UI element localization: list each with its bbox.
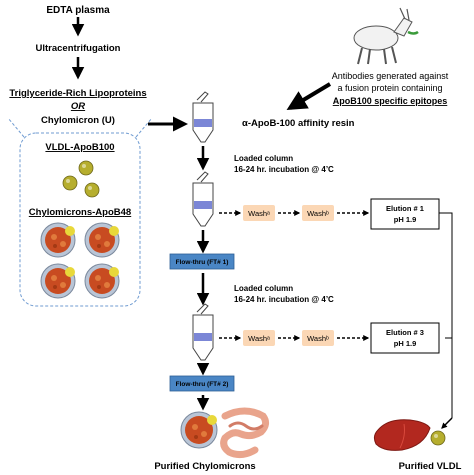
elution-1-label: Elution # 1	[386, 204, 424, 213]
callout-line-left	[7, 117, 25, 138]
loaded-column-2a: Loaded column	[234, 284, 293, 293]
vldl-apob100-label: VLDL-ApoB100	[45, 142, 114, 153]
loaded-tube-icon-1	[192, 171, 214, 227]
resin-label: α-ApoB-100 affinity resin	[242, 118, 355, 129]
wash-b-box-1	[302, 205, 334, 221]
vldl-particles	[62, 160, 100, 198]
resin-tube-icon	[192, 91, 214, 143]
elution-1-box	[370, 198, 440, 230]
intestine-icon	[220, 407, 270, 459]
loaded-tube-icon-2	[192, 303, 214, 361]
elution-3-label: Elution # 3	[386, 328, 424, 337]
lipoprotein-callout-box	[19, 132, 141, 307]
ultracentrifugation-label: Ultracentrifugation	[36, 43, 121, 54]
wash-b-box-2	[302, 330, 334, 346]
callout-line-right	[135, 117, 153, 138]
elution-connector	[439, 212, 453, 339]
elution-1-ph: pH 1.9	[394, 215, 417, 224]
wash-a-box-1	[243, 205, 275, 221]
flow-thru-2-box	[169, 375, 235, 392]
elution-3-ph: pH 1.9	[394, 339, 417, 348]
flow-thru-1-label: Flow-thru (FT# 1)	[176, 259, 229, 266]
purified-chylomicron-particle	[180, 411, 218, 449]
wash-a-box-2	[243, 330, 275, 346]
antibody-line1: Antibodies generated against	[332, 71, 449, 81]
arrow-antibody-to-resin	[286, 82, 332, 111]
wash-b-label-1: Washᵇ	[307, 209, 329, 218]
loaded-column-1b: 16-24 hr. incubation @ 4’C	[234, 165, 334, 174]
wash-a-label-1: Washᵃ	[248, 209, 270, 218]
or-label: OR	[71, 101, 85, 112]
antibody-line2: a fusion protein containing	[337, 83, 442, 93]
purified-vldl-particle	[430, 430, 446, 446]
loaded-column-2b: 16-24 hr. incubation @ 4’C	[234, 295, 334, 304]
flow-thru-2-label: Flow-thru (FT# 2)	[176, 381, 229, 388]
wash-b-label-2: Washᵇ	[307, 334, 329, 343]
chylomicron-particles	[40, 222, 120, 299]
goat-icon	[353, 7, 419, 65]
liver-icon	[373, 419, 431, 451]
chylomicron-u-label: Chylomicron (U)	[41, 115, 115, 126]
arrow-to-vldl	[441, 417, 453, 429]
wash-a-label-2: Washᵃ	[248, 334, 270, 343]
purified-chylomicrons-label: Purified Chylomicrons	[154, 461, 255, 472]
antibody-line3: ApoB100 specific epitopes	[333, 96, 448, 106]
fraction-label: Triglyceride-Rich Lipoproteins	[9, 88, 146, 99]
elution-3-box	[370, 322, 440, 354]
flow-thru-1-box	[169, 253, 235, 270]
purified-vldl-label: Purified VLDL	[399, 461, 462, 472]
loaded-column-1a: Loaded column	[234, 154, 293, 163]
source-label: EDTA plasma	[46, 5, 110, 16]
chylo-apob48-label: Chylomicrons-ApoB48	[29, 207, 131, 218]
